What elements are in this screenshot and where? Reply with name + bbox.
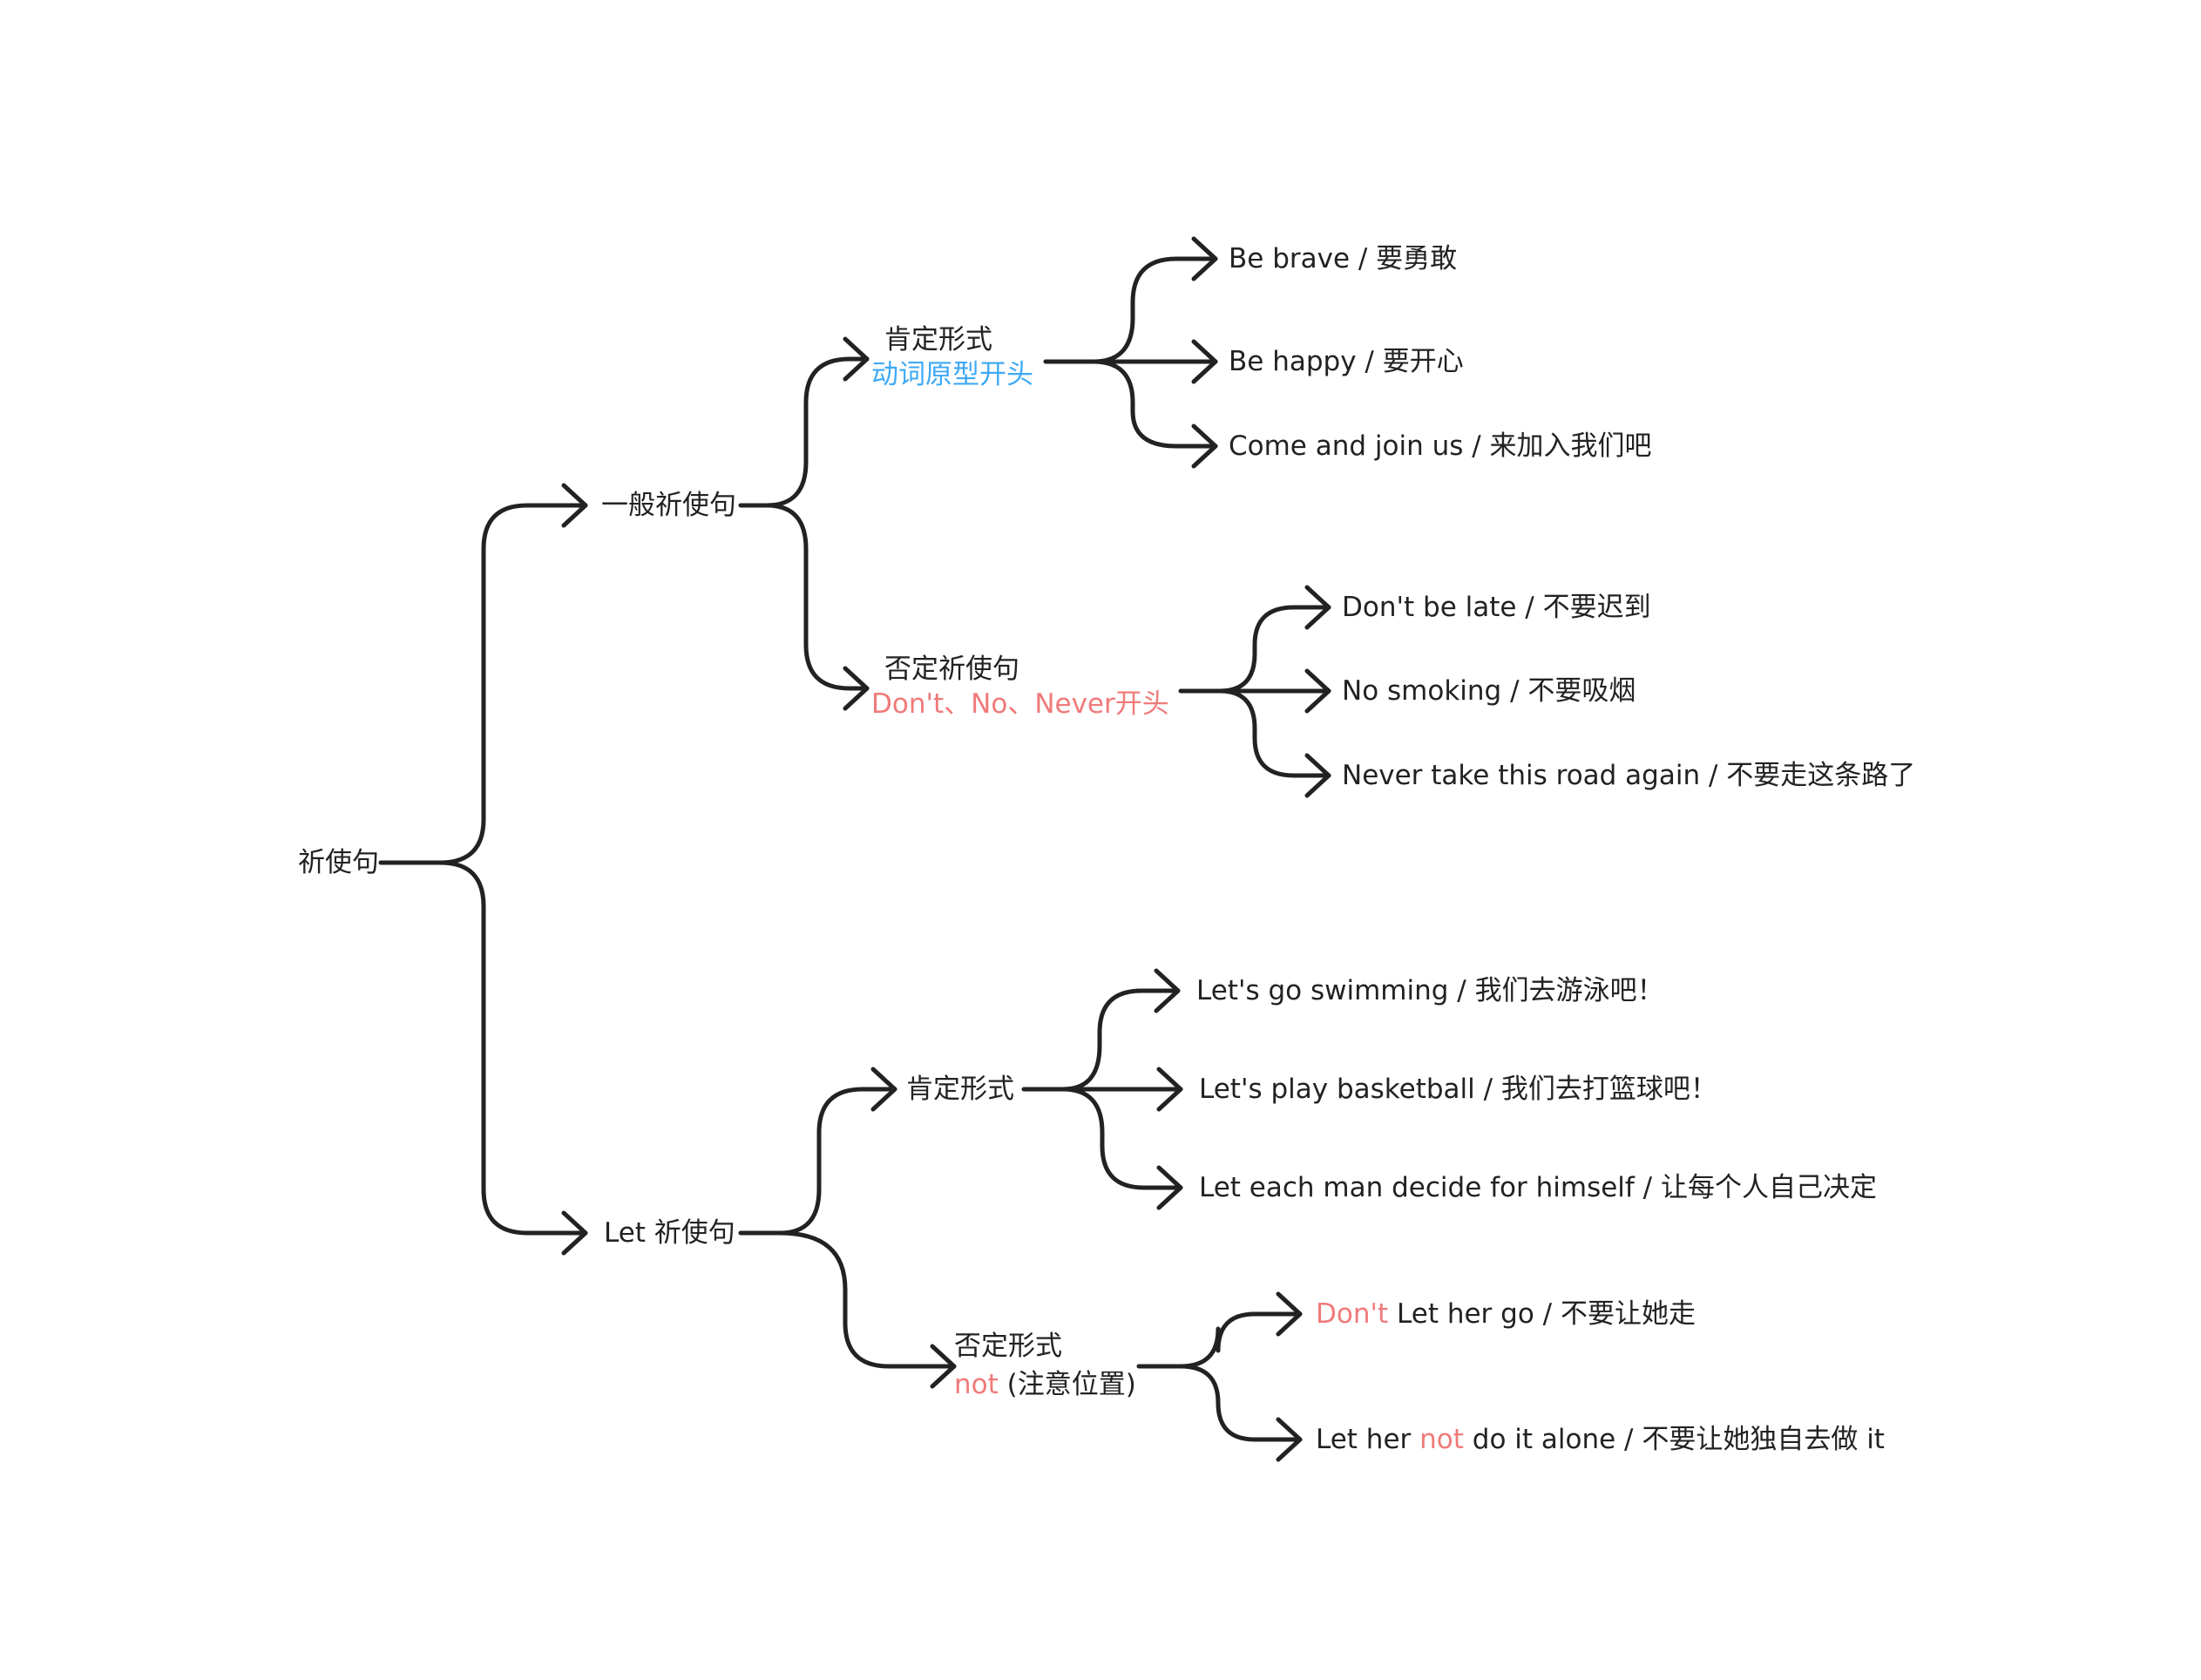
arrowhead: [1154, 968, 1181, 1013]
branch-let-imperative[interactable]: Let 祈使句: [604, 1213, 735, 1253]
leaf-keyword: Don't: [1316, 1298, 1389, 1330]
leaf-item[interactable]: Never take this road again / 不要走这条路了: [1342, 755, 1915, 796]
arrowhead: [870, 1067, 897, 1112]
arrowhead: [1304, 668, 1331, 714]
arrowhead: [561, 483, 588, 528]
arrowhead: [1156, 1067, 1183, 1112]
connector-leaf: [1178, 1311, 1303, 1369]
arrowhead: [1191, 423, 1218, 469]
note-rest: (注意位置): [998, 1369, 1136, 1400]
leaf-label: No smoking / 不要吸烟: [1342, 675, 1636, 707]
arrowhead: [1276, 1291, 1303, 1337]
connector-general-to-negative: [764, 503, 870, 691]
leaf-label: Be brave / 要勇敢: [1229, 243, 1458, 274]
root-label: 祈使句: [298, 847, 379, 878]
arrowhead: [1304, 585, 1331, 630]
node-general-positive[interactable]: 肯定形式 动词原型开头: [871, 320, 1033, 395]
node-note: Don't、No、Never开头: [871, 688, 1169, 720]
leaf-label: Let her go / 不要让她走: [1388, 1298, 1696, 1330]
connector-root-to-let: [437, 860, 588, 1236]
leaf-item[interactable]: Let her not do it alone / 不要让她独自去做 it: [1316, 1419, 1885, 1460]
node-label: 肯定形式: [884, 324, 992, 356]
branch-general-imperative[interactable]: 一般祈使句: [601, 485, 736, 525]
leaf-label: Let's play basketball / 我们去打篮球吧！: [1199, 1074, 1717, 1105]
leaf-label: Let each man decide for himself / 让每个人自己…: [1199, 1172, 1877, 1203]
connector-leaf: [1091, 359, 1218, 449]
node-let-negative[interactable]: 否定形式 not (注意位置): [954, 1326, 1136, 1405]
connector-leaf: [1091, 256, 1218, 364]
connector-leaf: [1217, 605, 1331, 694]
leaf-item[interactable]: Don't be late / 不要迟到: [1342, 587, 1651, 627]
node-note: 动词原型开头: [871, 359, 1033, 390]
leaf-item[interactable]: Let's play basketball / 我们去打篮球吧！: [1199, 1069, 1717, 1109]
arrowhead: [561, 1210, 588, 1256]
branch-label: 一般祈使句: [601, 490, 736, 521]
node-let-positive[interactable]: 肯定形式: [906, 1069, 1014, 1109]
node-note: not (注意位置): [954, 1365, 1136, 1405]
node-general-negative[interactable]: 否定祈使句 Don't、No、Never开头: [871, 649, 1169, 724]
node-label: 否定祈使句: [884, 654, 1019, 685]
leaf-label: do it alone / 不要让她独自去做 it: [1463, 1424, 1885, 1455]
leaf-item[interactable]: Let each man decide for himself / 让每个人自己…: [1199, 1168, 1877, 1208]
arrowhead: [1191, 236, 1218, 281]
leaf-item[interactable]: Don't Let her go / 不要让她走: [1316, 1294, 1696, 1334]
arrowhead: [1276, 1417, 1303, 1462]
leaf-label: Don't be late / 不要迟到: [1342, 592, 1651, 623]
arrowhead: [1304, 753, 1331, 798]
leaf-item[interactable]: Let's go swimming / 我们去游泳吧！: [1196, 971, 1664, 1011]
leaf-label: Let's go swimming / 我们去游泳吧！: [1196, 975, 1664, 1006]
leaf-label: Never take this road again / 不要走这条路了: [1342, 760, 1916, 791]
leaf-item[interactable]: Be brave / 要勇敢: [1229, 239, 1457, 279]
connector-leaf: [1217, 688, 1331, 778]
connector-root-to-general: [437, 503, 588, 865]
connector-general-to-positive: [764, 356, 870, 508]
arrowhead: [843, 336, 870, 382]
connector-leaf: [1060, 1087, 1183, 1190]
node-label: 否定形式: [954, 1331, 1062, 1362]
arrowhead: [843, 666, 870, 711]
root-node[interactable]: 祈使句: [298, 843, 379, 883]
note-keyword: not: [954, 1369, 999, 1400]
leaf-item[interactable]: No smoking / 不要吸烟: [1342, 671, 1636, 711]
connector-leaf: [1178, 1364, 1303, 1442]
arrowhead: [1191, 339, 1218, 384]
leaf-label: Come and join us / 来加入我们吧: [1229, 430, 1652, 462]
leaf-label-pre: Let her: [1316, 1424, 1420, 1455]
branch-label: Let 祈使句: [604, 1217, 735, 1249]
arrowhead: [930, 1344, 957, 1389]
arrowhead: [1156, 1165, 1183, 1210]
connector-let-to-positive: [777, 1087, 897, 1236]
leaf-item[interactable]: Come and join us / 来加入我们吧: [1229, 426, 1652, 466]
leaf-keyword: not: [1419, 1424, 1464, 1455]
leaf-item[interactable]: Be happy / 要开心: [1229, 342, 1464, 382]
connector-leaf: [1060, 988, 1181, 1092]
connector-let-to-negative: [777, 1230, 957, 1369]
node-label: 肯定形式: [906, 1074, 1014, 1105]
leaf-label: Be happy / 要开心: [1229, 346, 1464, 377]
